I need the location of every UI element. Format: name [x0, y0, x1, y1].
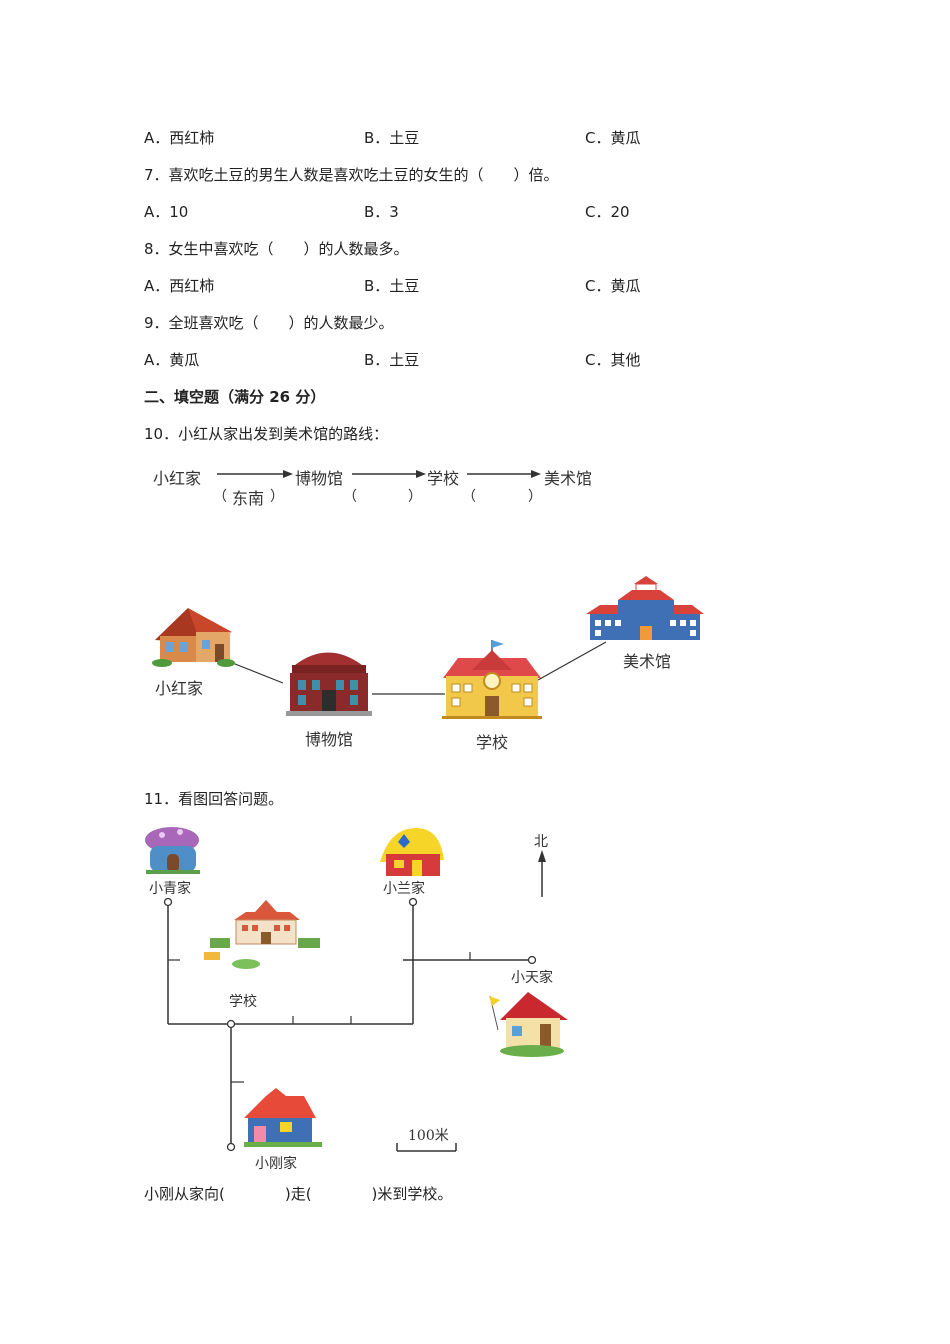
map-home-label: 小红家 — [155, 679, 204, 698]
route-blank-2-close: ） — [408, 489, 422, 505]
q6-option-a: A．西红柿 — [144, 129, 215, 147]
museum-icon — [286, 652, 372, 716]
xiaolan-label: 小兰家 — [383, 881, 425, 897]
xiaogang-house-icon — [244, 1088, 322, 1147]
map-museum-label: 博物馆 — [305, 730, 354, 749]
gallery-icon — [586, 576, 704, 640]
q7-option-b: B．3 — [364, 203, 399, 221]
route-school-label: 学校 — [427, 469, 460, 488]
q8-text: 8．女生中喜欢吃（ ）的人数最多。 — [144, 240, 409, 258]
xiaotian-house-icon — [489, 992, 568, 1057]
xiaotian-label: 小天家 — [511, 970, 553, 986]
q11-map — [145, 827, 568, 1152]
q11-text: 11．看图回答问题。 — [144, 790, 284, 808]
route-blank-1-close: ） — [270, 489, 284, 505]
q11-school-label: 学校 — [229, 994, 257, 1010]
q7-option-a: A．10 — [144, 203, 189, 221]
map-gallery-label: 美术馆 — [623, 652, 672, 671]
q11-school-icon — [204, 900, 320, 969]
route-arrow-2 — [352, 470, 426, 478]
q8-option-c: C．黄瓜 — [585, 277, 641, 295]
route-arrow-3 — [467, 470, 541, 478]
q8-option-a: A．西红柿 — [144, 277, 215, 295]
scale-label: 100米 — [408, 1128, 449, 1144]
xiaoqing-house-icon — [145, 827, 200, 874]
q7-text: 7．喜欢吃土豆的男生人数是喜欢吃土豆的女生的（ ）倍。 — [144, 166, 559, 184]
school-icon — [442, 640, 542, 719]
q6-option-c: C．黄瓜 — [585, 129, 641, 147]
route-blank-1-open: （ — [213, 489, 227, 505]
q9-text: 9．全班喜欢吃（ ）的人数最少。 — [144, 314, 394, 332]
xiaolan-house-icon — [380, 828, 444, 876]
route-blank-1-answer: 东南 — [232, 489, 265, 508]
section-title: 二、填空题（满分 26 分） — [144, 388, 326, 406]
q10-text: 10．小红从家出发到美术馆的路线： — [144, 425, 389, 443]
xiaoqing-label: 小青家 — [149, 881, 191, 897]
home-icon — [152, 608, 235, 667]
route-arrow-1 — [217, 470, 293, 478]
q10-map — [152, 576, 704, 719]
route-blank-3-close: ） — [528, 489, 542, 505]
q7-option-c: C．20 — [585, 203, 630, 221]
route-museum-label: 博物馆 — [295, 469, 344, 488]
route-start-label: 小红家 — [153, 469, 202, 488]
q9-option-b: B．土豆 — [364, 351, 420, 369]
route-gallery-label: 美术馆 — [544, 469, 593, 488]
q8-option-b: B．土豆 — [364, 277, 420, 295]
route-blank-3-open: （ — [462, 489, 476, 505]
map-school-label: 学校 — [476, 733, 509, 752]
xiaogang-label: 小刚家 — [255, 1156, 297, 1172]
q9-option-a: A．黄瓜 — [144, 351, 200, 369]
route-blank-2-open: （ — [343, 489, 357, 505]
north-label: 北 — [534, 834, 548, 850]
q6-option-b: B．土豆 — [364, 129, 420, 147]
scale-bar-icon — [396, 1143, 457, 1152]
q11-question: 小刚从家向( )走( )米到学校。 — [144, 1185, 453, 1203]
q9-option-c: C．其他 — [585, 351, 641, 369]
